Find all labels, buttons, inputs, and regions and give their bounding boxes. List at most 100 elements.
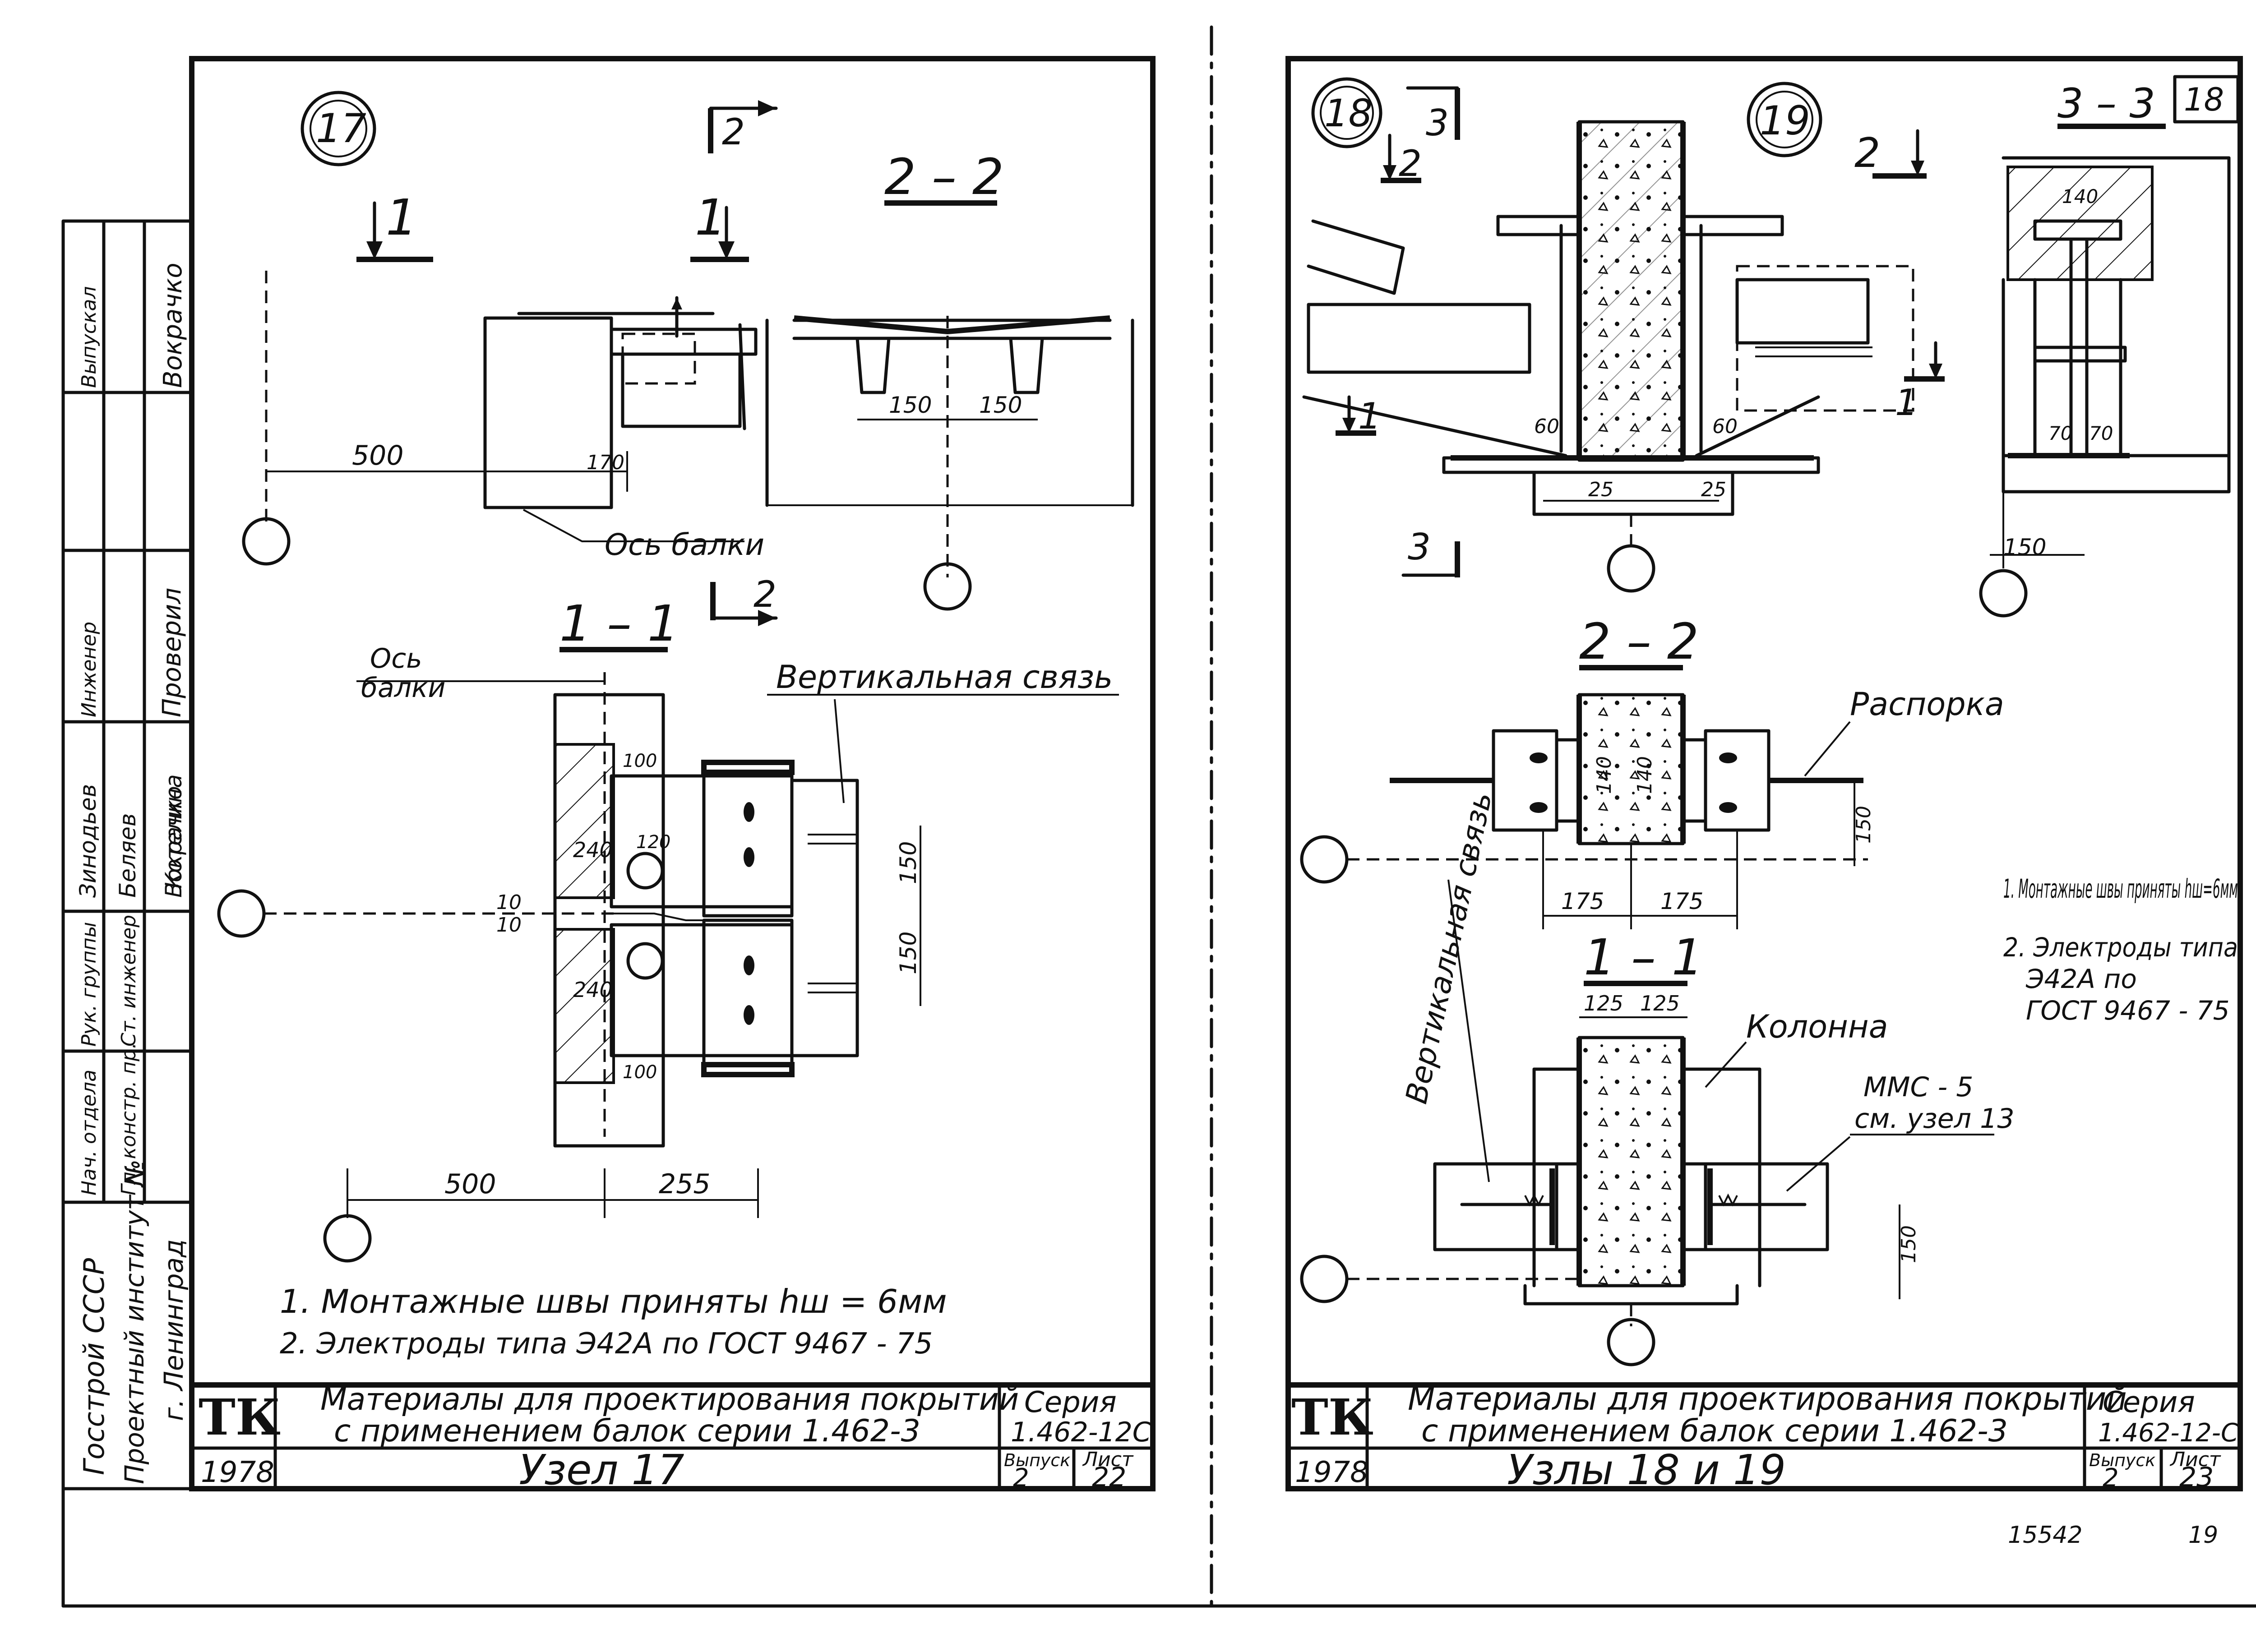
- right-series-label: Серия: [2103, 1386, 2195, 1419]
- section-3-label-b: 3: [1408, 526, 1431, 568]
- dim-175-b: 175: [1660, 888, 1703, 914]
- left-sheet: ТК 1978 Материалы для проектирования пок…: [189, 56, 1156, 1494]
- stamp-role-6: Проверил: [157, 588, 187, 717]
- section-1-1-plan-right: 1 – 1 125 125 Колонна ММС - 5 см. узел 1…: [1300, 789, 2015, 1366]
- stamp-name-3: Вокрачко: [161, 786, 187, 898]
- elevation-view-17: 500 170 Ось балки: [242, 271, 764, 566]
- dim-60-b: 60: [1712, 415, 1738, 438]
- dim-140-top: 140: [2062, 185, 2098, 208]
- dim-150-22: 150: [1852, 806, 1875, 844]
- section-1-label-c: 1: [1358, 395, 1381, 437]
- stamp-role-4: Ст. инженер: [117, 915, 140, 1047]
- dim-150-b: 150: [979, 392, 1022, 418]
- right-drawing-title: Узлы 18 и 19: [1507, 1446, 1786, 1494]
- section-2-label-c: 2: [1399, 143, 1422, 185]
- section-1-label-a: 1: [386, 189, 417, 246]
- node-badge-18-label: 18: [1324, 91, 1373, 135]
- dim-120: 120: [636, 832, 670, 853]
- section-marker-2-top-right: 2: [1381, 134, 1422, 185]
- dim-60-a: 60: [1534, 415, 1559, 438]
- dim-100-bot: 100: [623, 1062, 657, 1083]
- right-issue-label: Выпуск: [2089, 1450, 2155, 1470]
- stamp-role-7: Выпускал: [78, 286, 101, 388]
- right-desc-line2: с применением балок серии 1.462-3: [1421, 1413, 2008, 1449]
- section-2-label-b: 2: [754, 573, 777, 615]
- section-1-label-b: 1: [695, 189, 726, 246]
- dim-500-bot: 500: [444, 1168, 496, 1200]
- right-sheet-value: 23: [2179, 1462, 2214, 1493]
- right-tk-label: ТК: [1291, 1388, 1373, 1446]
- left-desc-line1: Материалы для проектирования покрытий: [320, 1382, 1019, 1417]
- dim-150-c: 150: [895, 841, 921, 884]
- stamp-org-line3: г. Ленинград: [158, 1239, 189, 1421]
- dim-150-a: 150: [889, 392, 932, 418]
- section-marker-1-right: 1: [690, 189, 749, 262]
- section-marker-2-top: 2: [708, 100, 778, 153]
- dim-255: 255: [659, 1168, 711, 1200]
- node-badge-17-label: 17: [316, 105, 366, 152]
- stamp-role-3: Рук. группы: [78, 922, 101, 1047]
- left-series-value: 1.462-12С: [1011, 1417, 1151, 1448]
- stamp-org-line2: Проектный институт №: [119, 1159, 150, 1484]
- stamp-role-2: Гл. констр. пр.: [117, 1043, 140, 1195]
- vertical-bracing-label: Вертикальная связь: [776, 659, 1113, 696]
- node-badge-18: 18: [1311, 77, 1382, 148]
- right-note-2b: Э42А по: [2025, 964, 2137, 994]
- right-desc-line1: Материалы для проектирования покрытий: [1408, 1380, 2127, 1417]
- right-title-block: ТК 1978 Материалы для проектирования пок…: [1286, 1380, 2242, 1494]
- strut-label: Распорка: [1850, 686, 2004, 723]
- stamp-name-7: Вокрачко: [158, 263, 188, 388]
- side-stamp: Госстрой СССР Проектный институт № г. Ле…: [61, 219, 194, 1490]
- dim-70-b: 70: [2089, 422, 2113, 444]
- section-3-3-ref: 18: [2184, 81, 2224, 118]
- section-2-2-view: 2 – 2 150 150: [765, 148, 1134, 611]
- dim-150-33: 150: [2003, 534, 2046, 560]
- section-2-2-title: 2 – 2: [884, 148, 1004, 206]
- right-section-2-2-title: 2 – 2: [1579, 613, 1699, 670]
- archive-number: 15542: [2008, 1522, 2082, 1549]
- section-3-label-a: 3: [1426, 102, 1449, 144]
- dim-170: 170: [587, 451, 624, 474]
- section-marker-1-column: 1: [1895, 341, 1945, 424]
- dim-10-a: 10: [496, 891, 522, 914]
- left-year: 1978: [201, 1456, 274, 1489]
- right-vertical-bracing-label: Вертикальная связь: [1399, 789, 1499, 1107]
- dim-150-d: 150: [895, 932, 921, 974]
- stamp-name-1: Зинодьев: [75, 784, 101, 898]
- beam-axis-label-1-1b: балки: [361, 672, 445, 704]
- mms-label: ММС - 5: [1863, 1071, 1973, 1103]
- section-3-3-view: 3 – 3 18 140 70 70 150: [1979, 75, 2240, 618]
- section-1-1-title: 1 – 1: [559, 595, 679, 652]
- stamp-org-line1: Госстрой СССР: [78, 1258, 111, 1475]
- left-drawing-title: Узел 17: [519, 1446, 684, 1494]
- dim-140-b: 140: [1633, 756, 1656, 794]
- left-sheet-value: 22: [1092, 1462, 1126, 1493]
- section-2-2-plan: 2 – 2 Распорка 140 140 150 175 175: [1300, 613, 2004, 929]
- left-issue-value: 2: [1013, 1463, 1029, 1493]
- node-badge-19-label: 19: [1760, 97, 1810, 144]
- dim-25-b: 25: [1701, 478, 1726, 501]
- right-section-1-1-title: 1 – 1: [1584, 928, 1703, 986]
- left-title-block: ТК 1978 Материалы для проектирования пок…: [190, 1382, 1155, 1494]
- section-3-3-title: 3 – 3: [2057, 80, 2155, 127]
- column-label: Колонна: [1746, 1008, 1888, 1045]
- dim-125-b: 125: [1640, 991, 1680, 1015]
- left-note-2: 2. Электроды типа Э42А по ГОСТ 9467 - 75: [280, 1327, 933, 1361]
- mms-ref: см. узел 13: [1854, 1103, 2015, 1135]
- right-note-2c: ГОСТ 9467 - 75: [2026, 995, 2230, 1026]
- left-desc-line2: с применением балок серии 1.462-3: [334, 1413, 920, 1449]
- right-year: 1978: [1295, 1456, 1368, 1489]
- section-marker-1-right-sheet: 1: [1336, 395, 1381, 437]
- section-marker-2-right: 2: [1854, 129, 1927, 179]
- section-marker-2-bottom: 2: [710, 573, 778, 626]
- right-sheet-label: Лист: [2169, 1448, 2221, 1471]
- outer-frame: [61, 25, 2256, 1608]
- left-series-label: Серия: [1024, 1386, 1117, 1419]
- section-2-label-a: 2: [722, 111, 745, 153]
- stamp-role-1: Нач. отдела: [78, 1070, 101, 1195]
- node-badge-19: 19: [1747, 82, 1822, 157]
- beam-axis-label-top: Ось балки: [605, 527, 764, 562]
- right-sheet: ТК 1978 Материалы для проектирования пок…: [1285, 56, 2243, 1549]
- column-elevation-18-19: 60 60 25 25: [1302, 120, 1914, 593]
